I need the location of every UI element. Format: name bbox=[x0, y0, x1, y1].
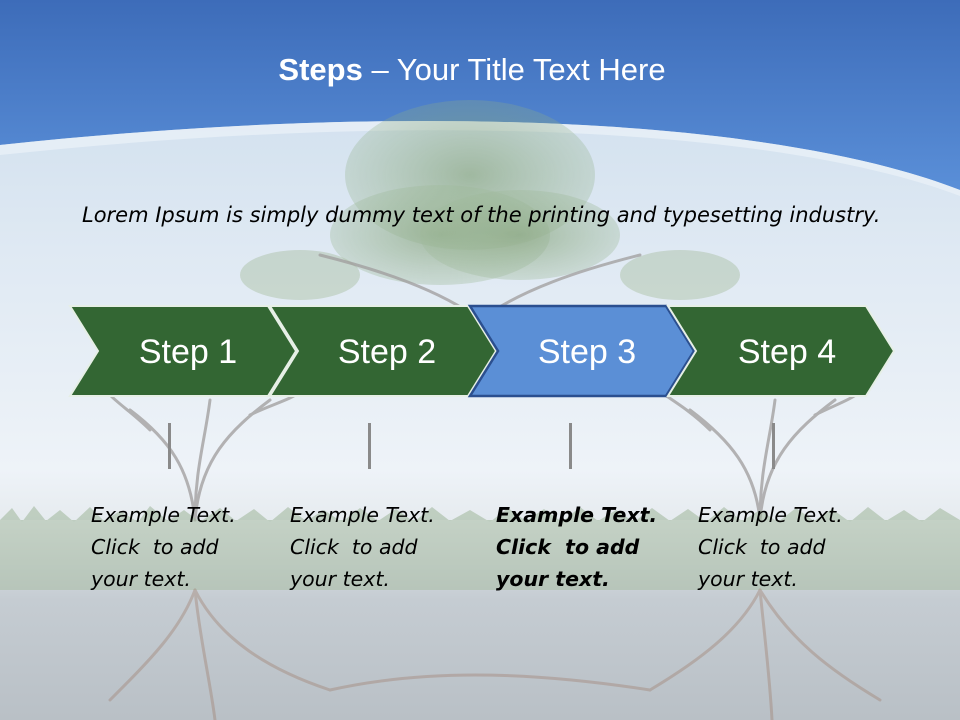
step-1-shape bbox=[68, 305, 298, 397]
tree-roots bbox=[108, 588, 882, 720]
step-4-shape bbox=[666, 305, 896, 397]
note-line: your text. bbox=[496, 567, 610, 591]
step-3-label: Step 3 bbox=[538, 333, 636, 371]
note-line: your text. bbox=[91, 567, 191, 591]
note-line: your text. bbox=[698, 567, 798, 591]
note-line: Click to add bbox=[290, 535, 418, 559]
step-2-chevron[interactable]: Step 2 bbox=[268, 305, 498, 397]
connector-line-2 bbox=[368, 423, 371, 469]
header-band bbox=[0, 0, 960, 190]
connector-line-4 bbox=[772, 423, 775, 469]
step-2-shape bbox=[268, 305, 498, 397]
note-line: Example Text. bbox=[496, 503, 658, 527]
step-1-note[interactable]: Example Text. Click to add your text. bbox=[91, 499, 261, 595]
connector-line-1 bbox=[168, 423, 171, 469]
note-line: Click to add bbox=[91, 535, 219, 559]
header-arc-highlight bbox=[0, 120, 960, 196]
note-line: Click to add bbox=[496, 535, 640, 559]
note-line: Example Text. bbox=[91, 503, 236, 527]
step-2-label: Step 2 bbox=[338, 333, 436, 371]
step-4-label: Step 4 bbox=[738, 333, 836, 371]
step-4-note[interactable]: Example Text. Click to add your text. bbox=[698, 499, 868, 595]
step-2-note[interactable]: Example Text. Click to add your text. bbox=[290, 499, 460, 595]
note-line: Example Text. bbox=[698, 503, 843, 527]
tree-canopy bbox=[240, 100, 740, 300]
step-1-label: Step 1 bbox=[139, 333, 237, 371]
step-1-chevron[interactable]: Step 1 bbox=[68, 305, 298, 397]
step-4-chevron[interactable]: Step 4 bbox=[666, 305, 896, 397]
tree-branches bbox=[108, 253, 862, 522]
grass bbox=[0, 506, 960, 590]
title-rest: – Your Title Text Here bbox=[362, 52, 666, 87]
note-line: Example Text. bbox=[290, 503, 435, 527]
note-line: your text. bbox=[290, 567, 390, 591]
connector-line-3 bbox=[569, 423, 572, 469]
note-line: Click to add bbox=[698, 535, 826, 559]
step-3-shape bbox=[467, 304, 696, 398]
step-3-note[interactable]: Example Text. Click to add your text. bbox=[496, 499, 666, 595]
slide-title: Steps – Your Title Text Here bbox=[0, 52, 944, 88]
step-3-chevron[interactable]: Step 3 bbox=[467, 304, 696, 398]
title-bold: Steps bbox=[278, 52, 363, 87]
intro-text: Lorem Ipsum is simply dummy text of the … bbox=[82, 203, 881, 227]
